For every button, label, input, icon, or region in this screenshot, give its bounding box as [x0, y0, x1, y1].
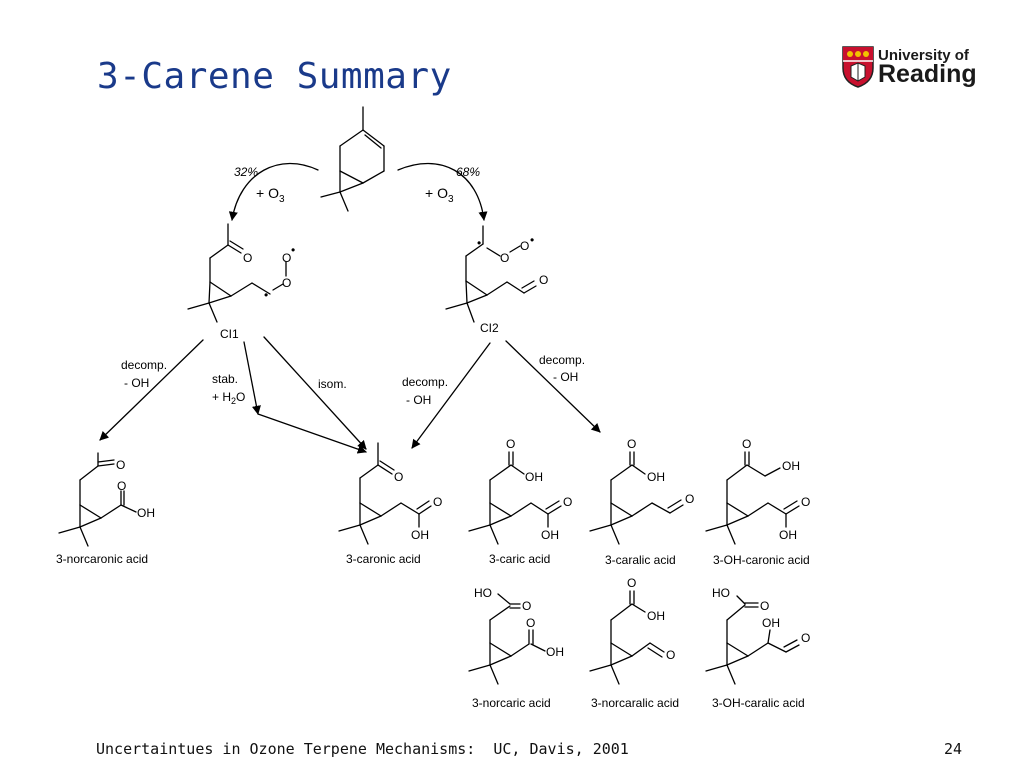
norcaralic-acid-o: O — [627, 576, 636, 590]
ci1-decomp-label: decomp. — [121, 358, 167, 372]
arrow-ci1-isom — [263, 336, 367, 450]
product-name-norcaronic: 3-norcaronic acid — [56, 552, 148, 566]
norcaralic-aldehyde-o: O — [666, 648, 675, 662]
ci2-radical-o: • — [530, 233, 534, 247]
ci2-decomp-a-label: decomp. — [402, 375, 448, 389]
logo-line-2: Reading — [878, 60, 977, 88]
ci2-aldehyde-o: O — [539, 273, 548, 287]
reaction-scheme: 32% + O3 68% + O3 O O O • • CI1 • O O • … — [56, 106, 810, 710]
oh-caronic-hydroxyl: OH — [782, 459, 800, 473]
norcaric-acid1-ho: HO — [474, 586, 492, 600]
oh-caralic-acid-o: O — [760, 599, 769, 613]
product-name-norcaric: 3-norcaric acid — [472, 696, 551, 710]
oh-caronic-ketone-o: O — [742, 437, 751, 451]
caronic-ketone-o: O — [394, 470, 403, 484]
ci2-peroxy-o2: O — [520, 239, 529, 253]
ci2-peroxy-o1: O — [500, 251, 509, 265]
caric-acid1-oh: OH — [525, 470, 543, 484]
arrow-ci2-decomp-a — [411, 342, 491, 449]
page-number: 24 — [944, 740, 963, 758]
caralic-structure — [589, 451, 684, 545]
caric-acid1-o: O — [506, 437, 515, 451]
caralic-aldehyde-o: O — [685, 492, 694, 506]
oh-caronic-structure — [705, 451, 800, 545]
product-name-caralic: 3-caralic acid — [605, 553, 676, 567]
ci1-stab-label: stab. — [212, 372, 238, 386]
caronic-acid-oh: OH — [411, 528, 429, 542]
ci1-decomp-loss: - OH — [124, 376, 149, 390]
ci2-decomp-a-loss: - OH — [406, 393, 431, 407]
carene-structure — [320, 106, 385, 212]
ci1-radical-c: • — [264, 288, 268, 302]
norcaric-acid2-o: O — [526, 616, 535, 630]
ci1-stab-reagent: + H2O — [212, 390, 245, 406]
arrow-ozonolysis-right — [397, 162, 488, 221]
norcaronic-ketone-o: O — [116, 458, 125, 472]
footer-text: Uncertaintues in Ozone Terpene Mechanism… — [96, 740, 629, 758]
university-logo[interactable]: University of Reading — [842, 46, 982, 96]
ci2-structure — [445, 225, 537, 323]
product-name-norcaralic: 3-norcaralic acid — [591, 696, 679, 710]
ci1-carbonyl-o: O — [243, 251, 252, 265]
product-name-oh-caralic: 3-OH-caralic acid — [712, 696, 805, 710]
oh-caralic-aldehyde-o: O — [801, 631, 810, 645]
caronic-acid-o: O — [433, 495, 442, 509]
norcaralic-structure — [589, 590, 665, 685]
left-yield: 32% — [234, 165, 258, 179]
oh-caralic-hydroxyl: OH — [762, 616, 780, 630]
caric-acid2-o: O — [563, 495, 572, 509]
norcaronic-acid-o: O — [117, 479, 126, 493]
ci1-structure — [187, 223, 287, 323]
norcaric-structure — [468, 593, 546, 685]
crest-icon — [842, 46, 874, 88]
norcaralic-acid-oh: OH — [647, 609, 665, 623]
ci1-label: CI1 — [220, 327, 239, 341]
norcaronic-acid-oh: OH — [137, 506, 155, 520]
product-name-oh-caronic: 3-OH-caronic acid — [713, 553, 810, 567]
arrow-ci1-stab — [243, 341, 261, 415]
oh-caronic-acid-o: O — [801, 495, 810, 509]
oh-caralic-structure — [705, 595, 800, 685]
ci2-decomp-b-label: decomp. — [539, 353, 585, 367]
oh-caralic-acid-ho: HO — [712, 586, 730, 600]
caric-acid2-oh: OH — [541, 528, 559, 542]
ci2-decomp-b-loss: - OH — [553, 370, 578, 384]
left-reagent: + O3 — [256, 185, 285, 205]
arrow-ozonolysis-left — [228, 162, 319, 221]
product-name-caric: 3-caric acid — [489, 552, 550, 566]
arrow-ci1-decomp — [99, 339, 204, 441]
logo-line-1: University of — [878, 47, 969, 64]
caronic-structure — [338, 442, 432, 545]
norcaric-acid1-o: O — [522, 599, 531, 613]
ci1-peroxy-o1: O — [282, 251, 291, 265]
arrow-stab-to-caronic — [257, 413, 367, 454]
ci1-peroxy-o2: O — [282, 276, 291, 290]
ci1-radical-o: • — [291, 243, 295, 257]
right-yield: 68% — [456, 165, 480, 179]
caric-structure — [468, 451, 562, 545]
ci2-radical-c: • — [477, 236, 481, 250]
product-name-caronic: 3-caronic acid — [346, 552, 421, 566]
oh-caronic-acid-oh: OH — [779, 528, 797, 542]
ci2-label: CI2 — [480, 321, 499, 335]
right-reagent: + O3 — [425, 185, 454, 205]
arrow-ci2-decomp-b — [505, 340, 601, 433]
norcaronic-structure — [58, 452, 137, 547]
caralic-acid-oh: OH — [647, 470, 665, 484]
norcaric-acid2-oh: OH — [546, 645, 564, 659]
page-title: 3-Carene Summary — [97, 56, 452, 97]
ci1-isom-label: isom. — [318, 377, 347, 391]
caralic-acid-o: O — [627, 437, 636, 451]
